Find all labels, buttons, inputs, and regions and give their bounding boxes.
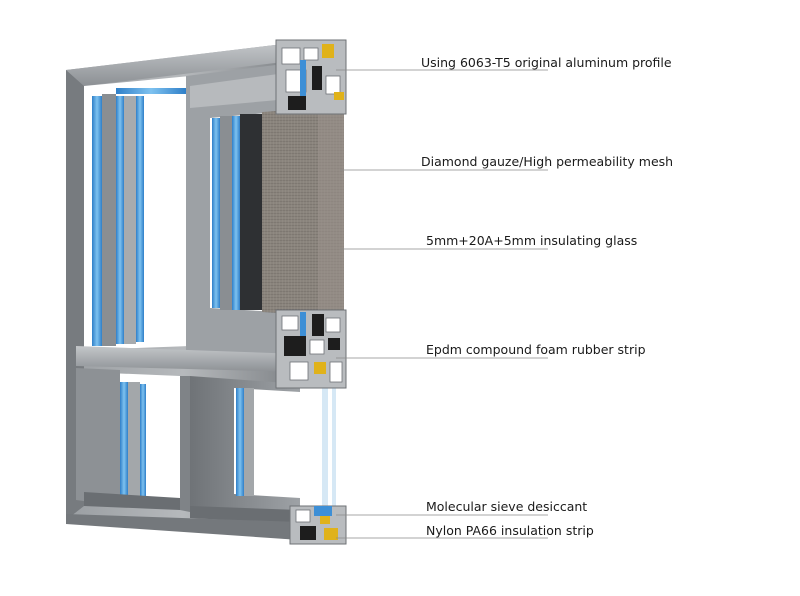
left-sash-frame: [102, 94, 116, 346]
left-sash-glass: [116, 96, 124, 344]
bottom-profile-section: [289, 505, 347, 545]
callouts: Using 6063-T5 original aluminum profile …: [336, 55, 673, 539]
lower-left-glass: [120, 382, 128, 500]
lower-center-mullion: [180, 376, 190, 512]
lower-profile-glass-2: [332, 388, 336, 508]
mesh-pane-sash: [220, 116, 232, 310]
middle-profile-section: [275, 309, 347, 389]
left-top-glass-line: [116, 88, 186, 94]
callout-label: Using 6063-T5 original aluminum profile: [421, 55, 672, 70]
top-profile-section: [275, 39, 347, 115]
lower-profile-glass: [322, 388, 328, 508]
mesh-highlight: [318, 108, 344, 314]
left-pane-white: [146, 96, 188, 340]
top-frame-rail: [66, 42, 300, 86]
callout-label: 5mm+20A+5mm insulating glass: [426, 233, 637, 248]
callout-label: Nylon PA66 insulation strip: [426, 523, 594, 538]
left-sash-glass-2: [136, 96, 144, 342]
center-sash-top: [190, 74, 278, 108]
lower-right-sash: [244, 388, 254, 496]
lower-right-glass: [236, 388, 244, 496]
transom-bar: [76, 346, 300, 372]
lower-left-sash: [128, 382, 140, 500]
window-illustration: [66, 39, 347, 545]
lower-left-frame: [76, 368, 120, 506]
callout-label: Molecular sieve desiccant: [426, 499, 587, 514]
bottom-frame-rail: [66, 514, 300, 540]
callout-mesh: Diamond gauze/High permeability mesh: [340, 154, 673, 171]
callout-rubber-strip: Epdm compound foam rubber strip: [336, 342, 646, 359]
callout-insulating-glass: 5mm+20A+5mm insulating glass: [340, 233, 637, 250]
left-glass-edge: [92, 96, 102, 346]
lower-left-sill: [84, 492, 180, 510]
lower-left-glass-2: [140, 384, 146, 500]
callout-label: Epdm compound foam rubber strip: [426, 342, 646, 357]
mesh-pane-glass-edge: [212, 118, 220, 308]
left-sash-inner: [124, 96, 136, 344]
callout-aluminum-profile: Using 6063-T5 original aluminum profile: [336, 55, 672, 71]
callout-desiccant: Molecular sieve desiccant: [336, 499, 587, 516]
callout-insulation-strip: Nylon PA66 insulation strip: [336, 523, 594, 539]
mesh-pane-glass-edge-2: [232, 116, 240, 310]
callout-label: Diamond gauze/High permeability mesh: [421, 154, 673, 169]
